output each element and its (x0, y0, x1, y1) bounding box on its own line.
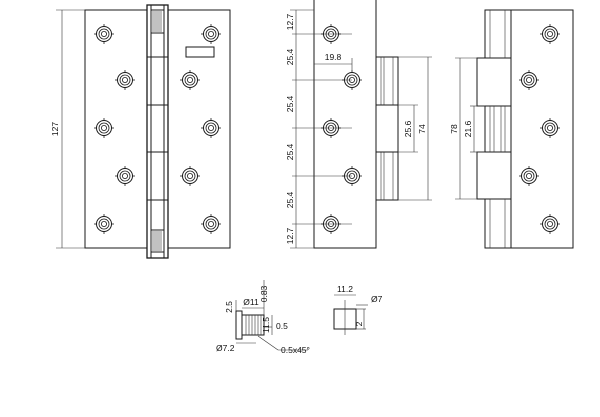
screw-hole (342, 70, 362, 90)
side-pitch-4-label: 25.4 (285, 191, 295, 208)
back-leaf (510, 9, 574, 249)
screw-hole (180, 166, 200, 186)
side-knuckles (375, 56, 399, 201)
screw-hole (180, 70, 200, 90)
screw-hole (519, 70, 539, 90)
front-left-leaf (84, 9, 148, 249)
washer-outer-label: 11.2 (337, 284, 353, 294)
screw-hole (321, 118, 341, 138)
back-knuckle-outer-label: 78 (449, 124, 459, 134)
side-leaf-outline (313, 0, 377, 249)
pin-shank (241, 314, 265, 336)
side-view: 12.7 25.4 25.4 25.4 25.4 12.7 19.8 25.6 (285, 0, 432, 249)
front-right-leaf (167, 9, 231, 249)
screw-hole (201, 118, 221, 138)
pin-head-height-label: 2.5 (224, 301, 234, 313)
front-height-label: 127 (50, 122, 60, 136)
screw-hole (321, 24, 341, 44)
back-view: 78 21.6 (449, 9, 574, 249)
side-hole-offset-label: 19.8 (325, 52, 342, 62)
back-screw-holes (519, 24, 560, 234)
screw-hole (540, 118, 560, 138)
washer-detail: 11.2 Ø7 2 (333, 284, 383, 335)
side-bottom-edge-label: 12.7 (285, 227, 295, 244)
side-pitch-3-label: 25.4 (285, 143, 295, 160)
front-nameplate (185, 46, 215, 58)
pin-shank-diameter-label: Ø7.2 (216, 343, 235, 353)
side-knuckle-outer-label: 74 (417, 124, 427, 134)
pin-step-label: 0.5 (276, 321, 288, 331)
pin-chamfer-label: 0.5x45° (281, 345, 310, 355)
washer-thickness-label: 2 (354, 321, 364, 326)
screw-hole (94, 24, 114, 44)
side-knuckle-inner-label: 25.6 (403, 120, 413, 137)
side-top-edge-label: 12.7 (285, 13, 295, 30)
screw-hole (201, 214, 221, 234)
front-top-tip (150, 9, 165, 34)
front-knuckle-barrel (146, 4, 169, 259)
screw-hole (94, 214, 114, 234)
front-screw-holes (94, 24, 221, 234)
pin-head-diameter-label: Ø11 (243, 297, 259, 307)
pin-shank-length-label: 11.5 (261, 317, 271, 333)
side-screw-holes (321, 24, 362, 234)
front-view: 127 (50, 4, 231, 259)
screw-hole (321, 214, 341, 234)
side-pitch-1-label: 25.4 (285, 48, 295, 65)
screw-hole (201, 24, 221, 44)
side-pitch-2-label: 25.4 (285, 95, 295, 112)
screw-hole (94, 118, 114, 138)
pin-head (235, 310, 243, 340)
front-bottom-tip (150, 229, 165, 253)
screw-hole (115, 70, 135, 90)
washer-bore-label: Ø7 (371, 294, 383, 304)
screw-hole (519, 166, 539, 186)
back-knuckle-inner-label: 21.6 (463, 120, 473, 137)
screw-hole (540, 24, 560, 44)
screw-hole (342, 166, 362, 186)
pin-detail: 2.5 Ø11 0.83 11.5 0.5 Ø7.2 0.5x45° (216, 280, 310, 355)
pin-head-thickness-label: 0.83 (259, 285, 269, 302)
screw-hole (540, 214, 560, 234)
screw-hole (115, 166, 135, 186)
